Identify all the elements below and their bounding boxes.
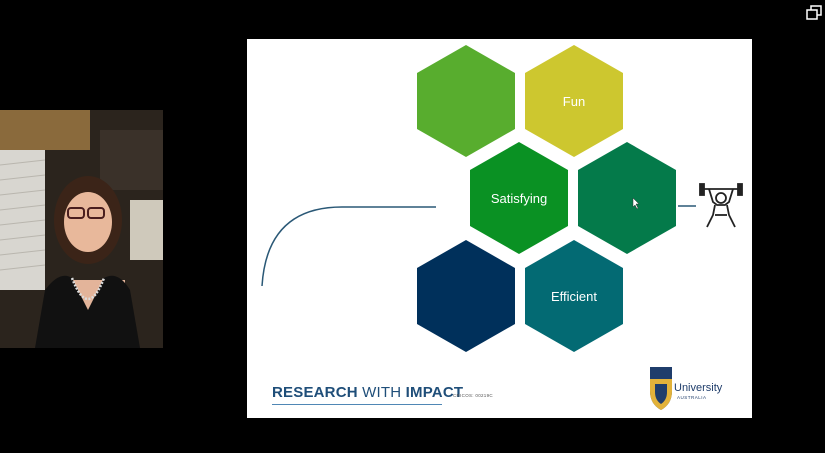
mouse-cursor-icon: [632, 197, 640, 210]
presentation-slide: Fun Satisfying Efficient RESEARCH WITH I…: [247, 39, 752, 418]
hexagon-efficient: [525, 240, 623, 352]
cricos-code: CRICOS: 00219C: [453, 393, 493, 398]
weightlifter-icon: [699, 183, 743, 228]
footer-brand: RESEARCH WITH IMPACT: [272, 384, 464, 401]
connector-curve: [261, 206, 436, 287]
presenter-video: [0, 110, 163, 348]
hexagon-satisfying: [470, 142, 568, 254]
logo-sub: AUSTRALIA: [677, 395, 707, 400]
footer-underline: [272, 404, 442, 405]
cqu-logo-icon: [650, 367, 672, 410]
hexagon-fun: [525, 45, 623, 157]
logo-name: University: [674, 382, 723, 394]
window-restore-icon[interactable]: [806, 5, 822, 21]
hexagon-label: Efficient: [550, 289, 597, 304]
hexagon-4: [578, 142, 676, 254]
hexagon-label: Satisfying: [490, 191, 548, 206]
hexagon-label: Fun: [562, 94, 586, 109]
hexagon-diagram: [261, 45, 743, 352]
hexagon-5: [417, 240, 515, 352]
hexagon-1: [417, 45, 515, 157]
